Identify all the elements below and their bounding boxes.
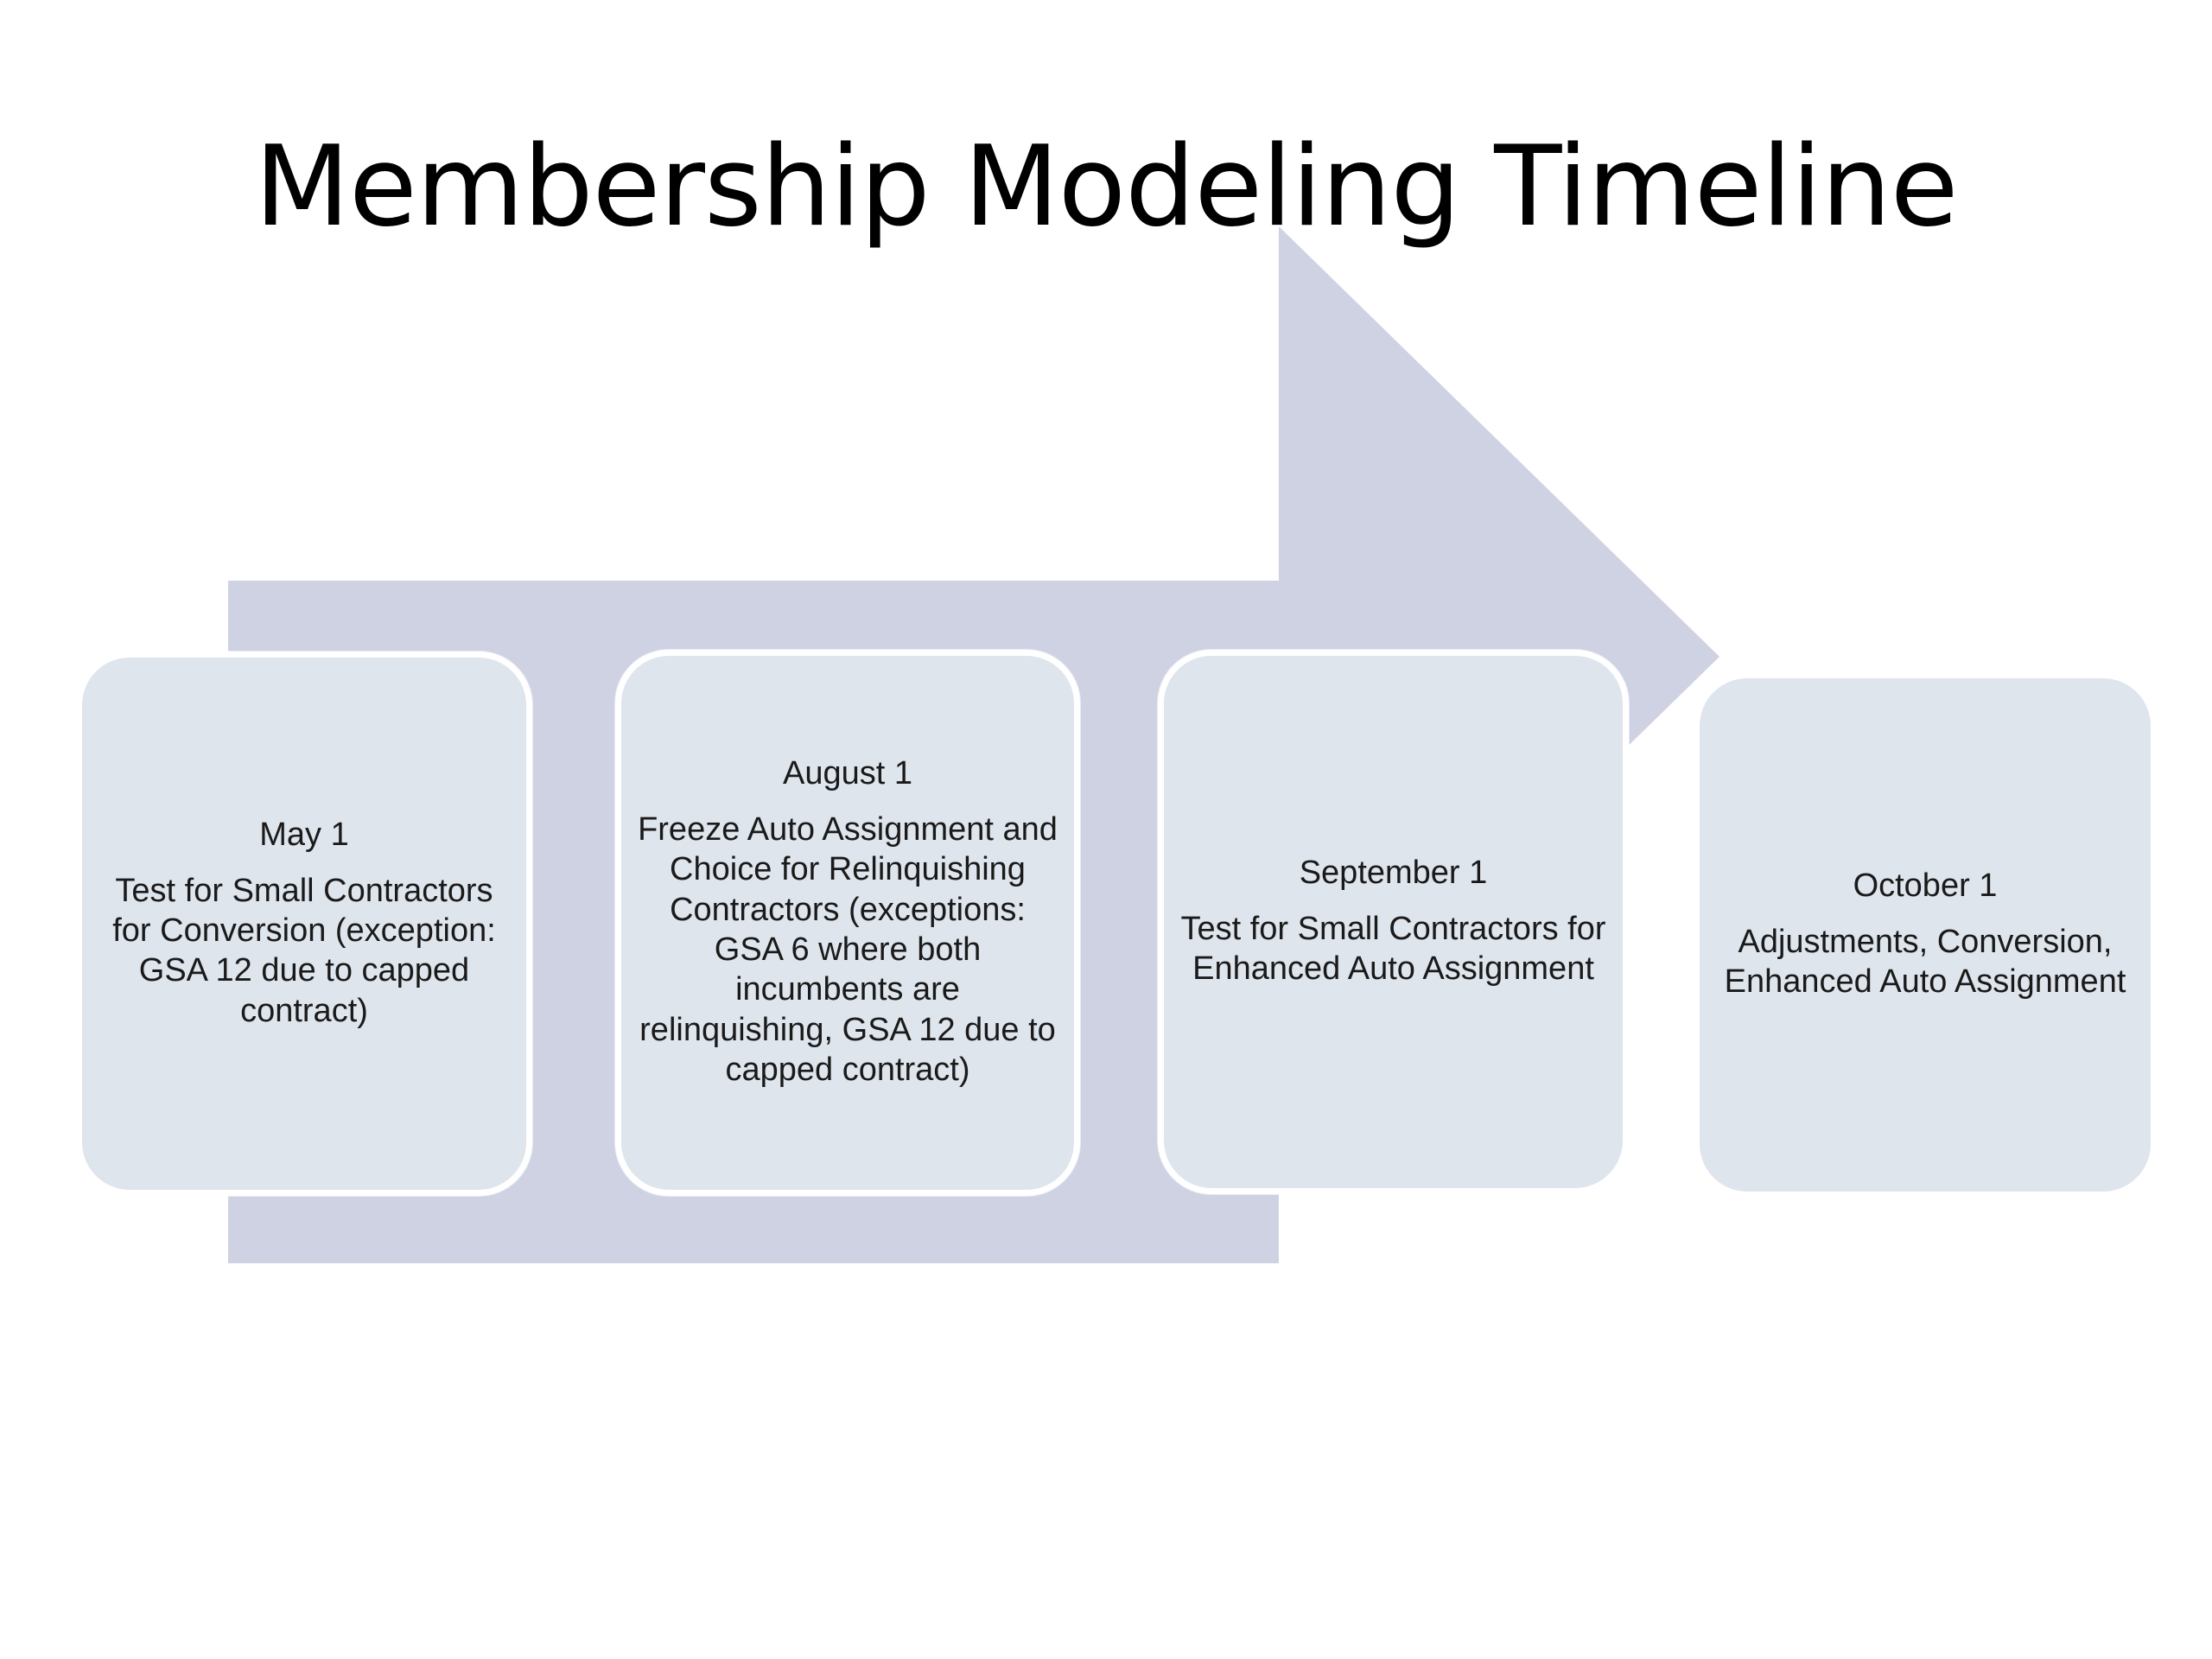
milestone-date: September 1 [1299, 855, 1488, 892]
milestone-card-content: September 1 Test for Small Contractors f… [1179, 855, 1607, 988]
milestone-card-october[interactable]: October 1 Adjustments, Conversion, Enhan… [1694, 672, 2157, 1198]
milestone-description: Freeze Auto Assignment and Choice for Re… [638, 811, 1058, 1089]
milestone-card-may[interactable]: May 1 Test for Small Contractors for Con… [76, 652, 532, 1196]
milestone-card-august[interactable]: August 1 Freeze Auto Assignment and Choi… [615, 650, 1080, 1196]
milestone-card-content: October 1 Adjustments, Conversion, Enhan… [1715, 868, 2135, 1001]
milestone-description: Test for Small Contractors for Enhanced … [1180, 910, 1606, 988]
milestone-description: Adjustments, Conversion, Enhanced Auto A… [1724, 923, 2126, 1001]
milestone-date: August 1 [783, 755, 912, 792]
milestone-card-content: August 1 Freeze Auto Assignment and Choi… [637, 755, 1058, 1090]
milestone-description: Test for Small Contractors for Conversio… [112, 872, 496, 1029]
milestone-card-content: May 1 Test for Small Contractors for Con… [98, 817, 511, 1031]
milestone-date: May 1 [259, 817, 349, 853]
milestone-date: October 1 [1853, 868, 1998, 905]
milestone-card-september[interactable]: September 1 Test for Small Contractors f… [1158, 650, 1629, 1194]
page-title: Membership Modeling Timeline [254, 123, 1959, 251]
